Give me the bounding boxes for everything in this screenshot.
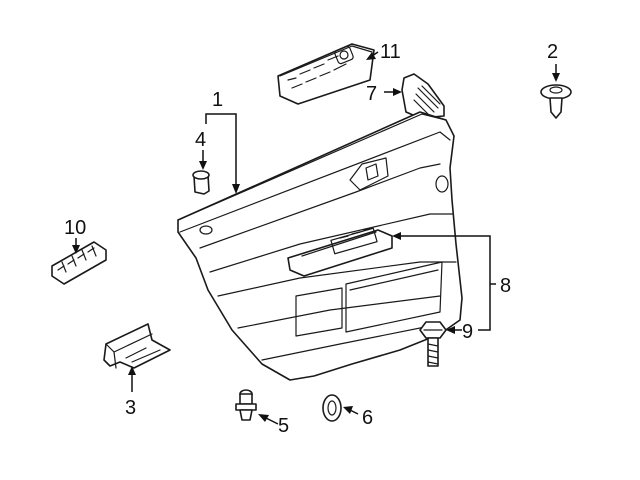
callout-1: 1 — [212, 89, 223, 111]
bracket-part — [103, 323, 171, 369]
window-switch-panel-part — [277, 43, 375, 105]
mirror-trim-part — [401, 73, 445, 119]
callout-7: 7 — [366, 83, 377, 105]
washer-part — [322, 394, 342, 422]
grommet-part — [192, 170, 210, 195]
callout-8: 8 — [500, 275, 511, 297]
callout-3: 3 — [125, 397, 136, 419]
door-trim-panel-part — [177, 111, 463, 381]
callout-6: 6 — [362, 407, 373, 429]
callout-9: 9 — [462, 321, 473, 343]
callout-4: 4 — [195, 129, 206, 151]
callout-10: 10 — [64, 217, 86, 239]
screw-part — [235, 389, 257, 421]
callout-2: 2 — [547, 41, 558, 63]
insulator-pad-part — [51, 241, 107, 285]
callout-5: 5 — [278, 415, 289, 437]
callout-11: 11 — [380, 41, 401, 63]
bolt-part — [419, 321, 447, 367]
push-clip-part — [540, 84, 572, 119]
